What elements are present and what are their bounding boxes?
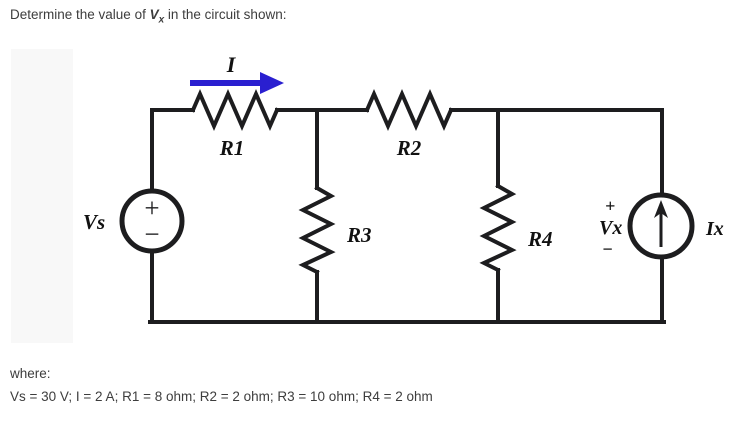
current-label: I <box>226 52 237 77</box>
title-subscript: x <box>158 14 165 26</box>
resistor-r3 <box>298 185 336 275</box>
r3-label: R3 <box>346 223 372 247</box>
current-arrowhead-icon <box>260 72 284 94</box>
title-suffix: in the circuit shown: <box>164 7 287 22</box>
vs-plus-sign: + <box>144 193 159 223</box>
vs-label: Vs <box>83 210 105 234</box>
question-title: Determine the value of Vx in the circuit… <box>10 6 286 30</box>
resistor-r2 <box>364 89 454 131</box>
title-prefix: Determine the value of <box>10 7 150 22</box>
current-source-arrowhead-icon <box>654 200 668 218</box>
vs-minus-sign: − <box>144 219 159 249</box>
vx-plus-sign: + <box>605 196 615 216</box>
resistor-r1 <box>190 89 280 131</box>
vx-minus-sign: − <box>602 239 613 259</box>
r1-label: R1 <box>219 136 245 160</box>
title-variable: V <box>149 7 159 22</box>
left-panel-strip <box>11 49 73 343</box>
voltage-source-vs <box>119 188 185 254</box>
ix-label: Ix <box>705 218 724 240</box>
where-label: where: <box>10 366 51 381</box>
vx-label: Vx <box>599 217 622 239</box>
resistor-r4 <box>479 183 517 273</box>
r2-label: R2 <box>396 136 422 160</box>
r4-label: R4 <box>527 227 553 251</box>
given-values-line: Vs = 30 V; I = 2 A; R1 = 8 ohm; R2 = 2 o… <box>10 389 433 404</box>
